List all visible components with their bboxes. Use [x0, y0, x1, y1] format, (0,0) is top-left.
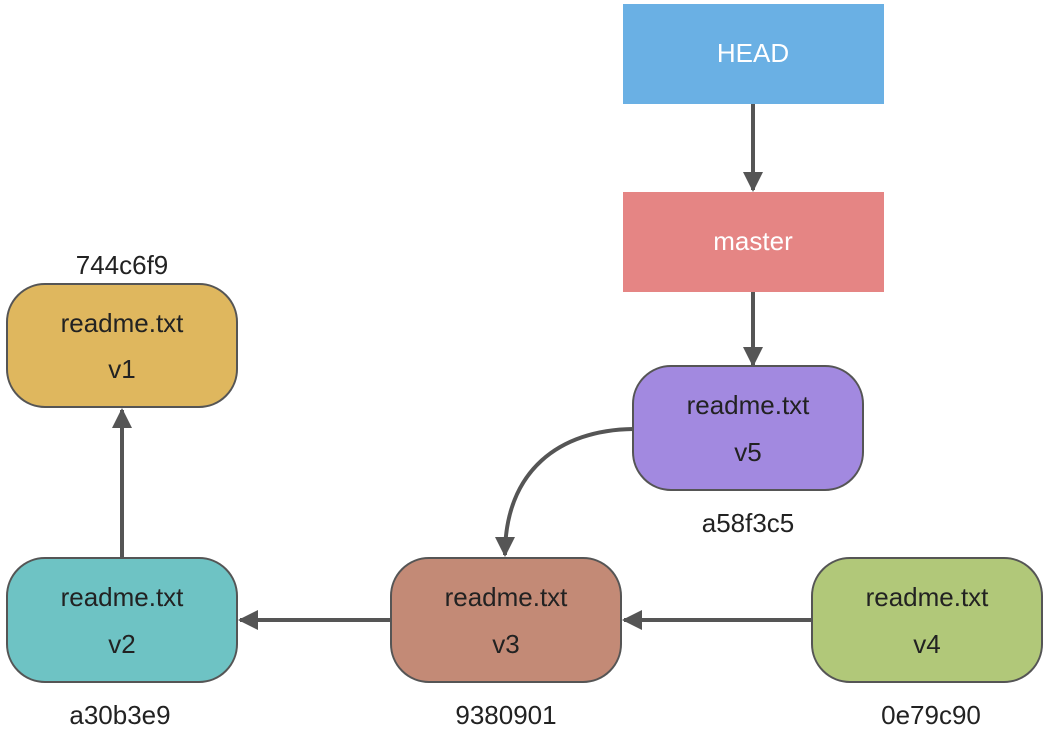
commit-box-v1: [6, 283, 238, 408]
commit-version-v2: v2: [108, 629, 135, 659]
commit-box-v2: [6, 557, 238, 683]
master-branch-box: [623, 192, 884, 292]
head-ref-node: HEAD: [623, 4, 884, 104]
master-branch-node: master: [623, 192, 884, 292]
master-branch-label: master: [713, 226, 793, 256]
commit-version-v4: v4: [913, 629, 940, 659]
head-ref-label: HEAD: [717, 38, 789, 68]
commit-version-v1: v1: [108, 354, 135, 384]
commit-hash-v1: 744c6f9: [76, 250, 169, 280]
commit-file-v1: readme.txt: [61, 308, 185, 338]
commit-hash-v3: 9380901: [455, 700, 556, 730]
commit-hash-v2: a30b3e9: [69, 700, 170, 730]
commit-node-v5: readme.txt v5 a58f3c5: [632, 365, 864, 538]
commit-box-v4: [811, 557, 1043, 683]
commit-file-v4: readme.txt: [866, 582, 990, 612]
head-ref-box: [623, 4, 884, 104]
commit-node-v3: readme.txt v3 9380901: [390, 557, 622, 730]
commit-file-v2: readme.txt: [61, 582, 185, 612]
commit-node-v4: readme.txt v4 0e79c90: [811, 557, 1043, 730]
commit-box-v3: [390, 557, 622, 683]
commit-version-v3: v3: [492, 629, 519, 659]
commit-file-v3: readme.txt: [445, 582, 569, 612]
commit-file-v5: readme.txt: [687, 390, 811, 420]
edge-v5-to-v3: [495, 427, 634, 557]
commit-hash-v5: a58f3c5: [702, 508, 795, 538]
commit-version-v5: v5: [734, 437, 761, 467]
commit-node-v1: 744c6f9 readme.txt v1: [6, 250, 238, 408]
commit-hash-v4: 0e79c90: [881, 700, 981, 730]
commit-node-v2: readme.txt v2 a30b3e9: [6, 557, 238, 730]
commit-box-v5: [632, 365, 864, 491]
